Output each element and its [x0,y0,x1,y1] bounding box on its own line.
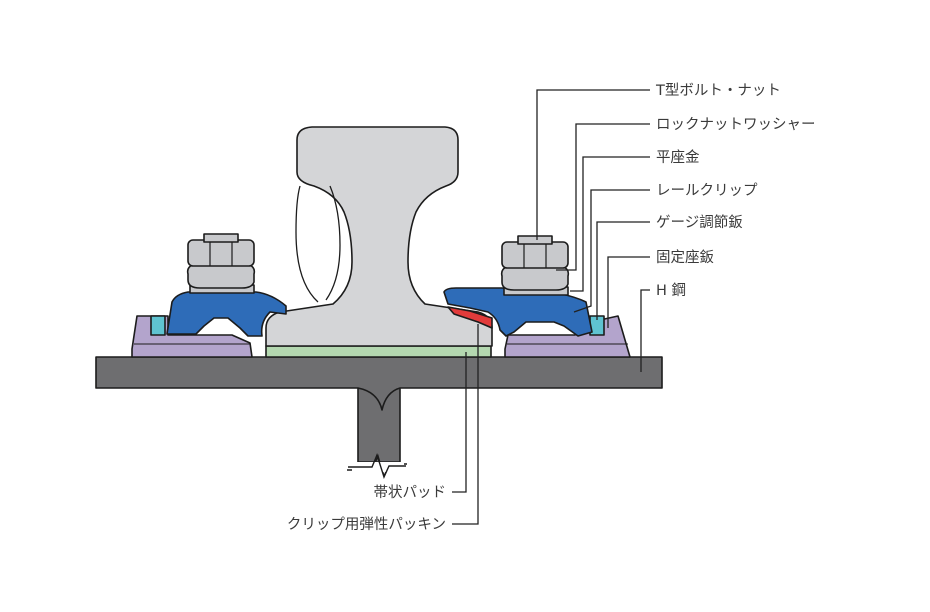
leader-fixed-seat-plate [607,256,650,328]
strip-pad [265,345,492,358]
leader-rail-clip [573,189,650,313]
t-bolt-head-right [517,235,553,245]
label-clip-elastic-packing: クリップ用弾性パッキン [287,516,446,533]
leader-lock-nut-washer [556,123,650,271]
label-gauge-plate: ゲージ調節鈑 [656,213,743,231]
gauge-plate-left [150,315,166,336]
leader-h-steel [640,289,650,372]
leader-strip-pad [452,352,467,493]
label-flat-washer: 平座金 [656,149,700,166]
t-bolt-nut-left [187,239,255,267]
t-bolt-head-left [203,233,239,243]
label-fixed-seat-plate: 固定座鈑 [656,249,714,266]
h-beam-flange [95,356,663,411]
leader-gauge-plate [596,221,650,320]
clip-elastic-packing [447,306,493,329]
rail [265,126,493,347]
label-lock-nut-washer: ロックナットワッシャー [656,116,816,133]
label-t-bolt-nut: T型ボルト・ナット [655,82,781,99]
lock-nut-washer-left [186,263,256,289]
label-strip-pad: 帯状パッド [374,484,447,501]
label-h-steel: H 鋼 [656,282,686,299]
rail-clip-left [166,291,287,337]
leader-clip-elastic-packing [452,324,479,525]
leader-t-bolt-nut [536,89,650,240]
rail-clip-right [443,287,593,337]
label-rail-clip: レールクリップ [656,182,758,199]
leader-flat-washer [570,156,650,292]
t-bolt-nut-right [501,241,569,269]
